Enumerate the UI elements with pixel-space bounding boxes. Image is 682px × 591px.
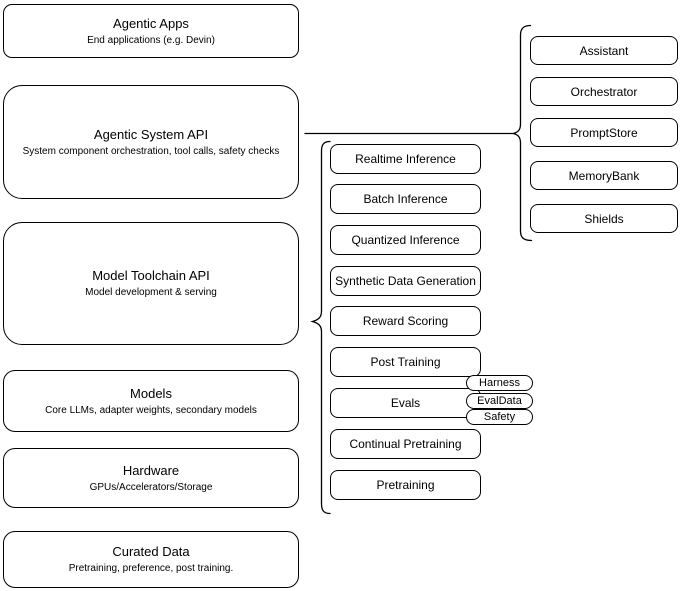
node-subtitle: Pretraining, preference, post training. [68,563,234,574]
node-subtitle: End applications (e.g. Devin) [87,34,215,46]
node-title: Model Toolchain API [92,268,210,283]
tag-safety: Safety [466,409,533,425]
node-promptstore: PromptStore [530,118,678,147]
node-subtitle: Core LLMs, adapter weights, secondary mo… [45,404,257,416]
node-orchestrator: Orchestrator [530,77,678,106]
toolchain-bracket [310,140,331,515]
node-subtitle: Model development & serving [85,287,217,298]
node-shields: Shields [530,204,678,233]
node-title: Agentic System API [93,126,209,142]
node-agentic-system-api: Agentic System API System component orch… [3,85,299,199]
node-title: Curated Data [112,544,190,559]
node-post-training: Post Training [330,347,481,377]
node-reward-scoring: Reward Scoring [330,306,481,336]
node-agentic-apps: Agentic Apps End applications (e.g. Devi… [3,4,299,58]
tag-evaldata: EvalData [466,393,533,409]
node-continual-pretraining: Continual Pretraining [330,429,481,459]
node-curated-data: Curated Data Pretraining, preference, po… [3,531,299,588]
system-components-bracket [511,24,533,242]
node-realtime-inference: Realtime Inference [330,144,481,174]
node-subtitle: System component orchestration, tool cal… [22,145,280,157]
node-pretraining: Pretraining [330,470,481,500]
tag-harness: Harness [466,375,533,391]
node-hardware: Hardware GPUs/Accelerators/Storage [3,448,299,508]
node-synthetic-data-generation: Synthetic Data Generation [330,266,481,296]
node-model-toolchain-api: Model Toolchain API Model development & … [3,222,299,345]
node-evals: Evals [330,388,481,418]
node-models: Models Core LLMs, adapter weights, secon… [3,370,299,432]
node-title: Hardware [122,462,180,478]
node-assistant: Assistant [530,36,678,65]
node-batch-inference: Batch Inference [330,184,481,214]
node-memorybank: MemoryBank [530,161,678,190]
node-title: Models [130,385,172,401]
node-subtitle: GPUs/Accelerators/Storage [89,481,213,493]
node-quantized-inference: Quantized Inference [330,225,481,255]
node-title: Agentic Apps [113,15,189,31]
